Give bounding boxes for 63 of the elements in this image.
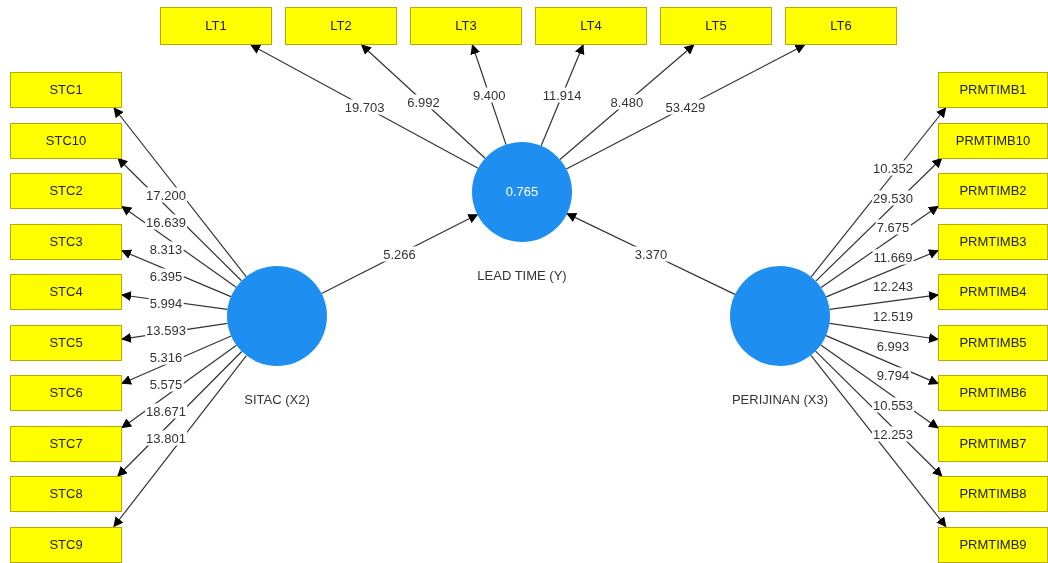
value-label: 0.765 bbox=[505, 183, 539, 202]
edge-label: 12.253 bbox=[872, 426, 914, 442]
indicator-box: STC5 bbox=[10, 324, 122, 361]
edge-label: 5.266 bbox=[382, 246, 417, 262]
arrow bbox=[825, 249, 939, 298]
indicator-box: PRMTIMB3 bbox=[938, 223, 1048, 260]
edge-label: 8.480 bbox=[609, 94, 645, 110]
indicator-box: PRMTIMB2 bbox=[938, 173, 1048, 209]
edge-label: 9.794 bbox=[875, 367, 911, 383]
indicator-box: STC7 bbox=[10, 425, 122, 462]
indicator-box: STC1 bbox=[10, 72, 122, 108]
edge-label: 53.429 bbox=[664, 99, 707, 115]
construct-label: PERIJINAN (X3) bbox=[731, 391, 829, 409]
indicator-box: PRMTIMB9 bbox=[938, 526, 1048, 563]
arrow bbox=[810, 354, 947, 528]
edge-label: 11.914 bbox=[541, 87, 583, 103]
indicator-box: STC10 bbox=[10, 122, 122, 159]
indicator-box: PRMTIMB1 bbox=[938, 72, 1048, 108]
edge-label: 10.352 bbox=[872, 160, 914, 176]
arrow bbox=[559, 44, 695, 161]
arrow bbox=[250, 44, 479, 169]
edge-label: 18.671 bbox=[145, 403, 187, 419]
indicator-box: PRMTIMB4 bbox=[938, 274, 1048, 310]
indicator-box: PRMTIMB10 bbox=[938, 122, 1048, 159]
arrow bbox=[828, 322, 939, 343]
indicator-box: PRMTIMB8 bbox=[938, 476, 1048, 512]
arrow bbox=[820, 205, 939, 289]
arrow bbox=[828, 291, 939, 310]
edge-label: 9.400 bbox=[471, 87, 507, 103]
indicator-box: STC2 bbox=[10, 173, 122, 209]
edge-label: 8.313 bbox=[148, 241, 184, 257]
arrow bbox=[113, 354, 247, 528]
indicator-box: LT4 bbox=[535, 7, 647, 45]
arrow bbox=[815, 157, 943, 282]
indicator-box: LT2 bbox=[285, 7, 397, 45]
arrow bbox=[825, 335, 939, 385]
edge-label: 10.553 bbox=[872, 397, 914, 413]
edge-label: 6.992 bbox=[406, 94, 441, 110]
construct-label: LEAD TIME (Y) bbox=[477, 267, 567, 285]
edge-label: 29.530 bbox=[872, 190, 914, 206]
indicator-box: LT3 bbox=[410, 7, 522, 45]
edge-label: 16.639 bbox=[145, 214, 187, 230]
construct-label: SITAC (X2) bbox=[244, 391, 310, 409]
edge-label: 6.395 bbox=[148, 268, 184, 284]
indicator-box: STC9 bbox=[10, 526, 122, 563]
edge-label: 3.370 bbox=[633, 246, 669, 262]
edge-label: 7.675 bbox=[875, 219, 911, 235]
indicator-box: LT6 bbox=[785, 7, 897, 45]
indicator-box: STC3 bbox=[10, 223, 122, 260]
indicator-box: STC4 bbox=[10, 274, 122, 310]
edge-label: 17.200 bbox=[145, 187, 187, 203]
edge-label: 19.703 bbox=[343, 99, 386, 115]
edge-label: 13.801 bbox=[145, 430, 187, 446]
edge-label: 11.669 bbox=[872, 249, 914, 265]
indicator-box: PRMTIMB6 bbox=[938, 375, 1048, 411]
arrow bbox=[113, 107, 247, 278]
edge-label: 5.994 bbox=[148, 295, 184, 311]
indicator-box: LT5 bbox=[660, 7, 772, 45]
indicator-box: PRMTIMB5 bbox=[938, 324, 1048, 361]
indicator-box: PRMTIMB7 bbox=[938, 425, 1048, 462]
indicator-box: STC8 bbox=[10, 476, 122, 512]
indicator-box: STC6 bbox=[10, 375, 122, 411]
indicator-box: LT1 bbox=[160, 7, 272, 45]
